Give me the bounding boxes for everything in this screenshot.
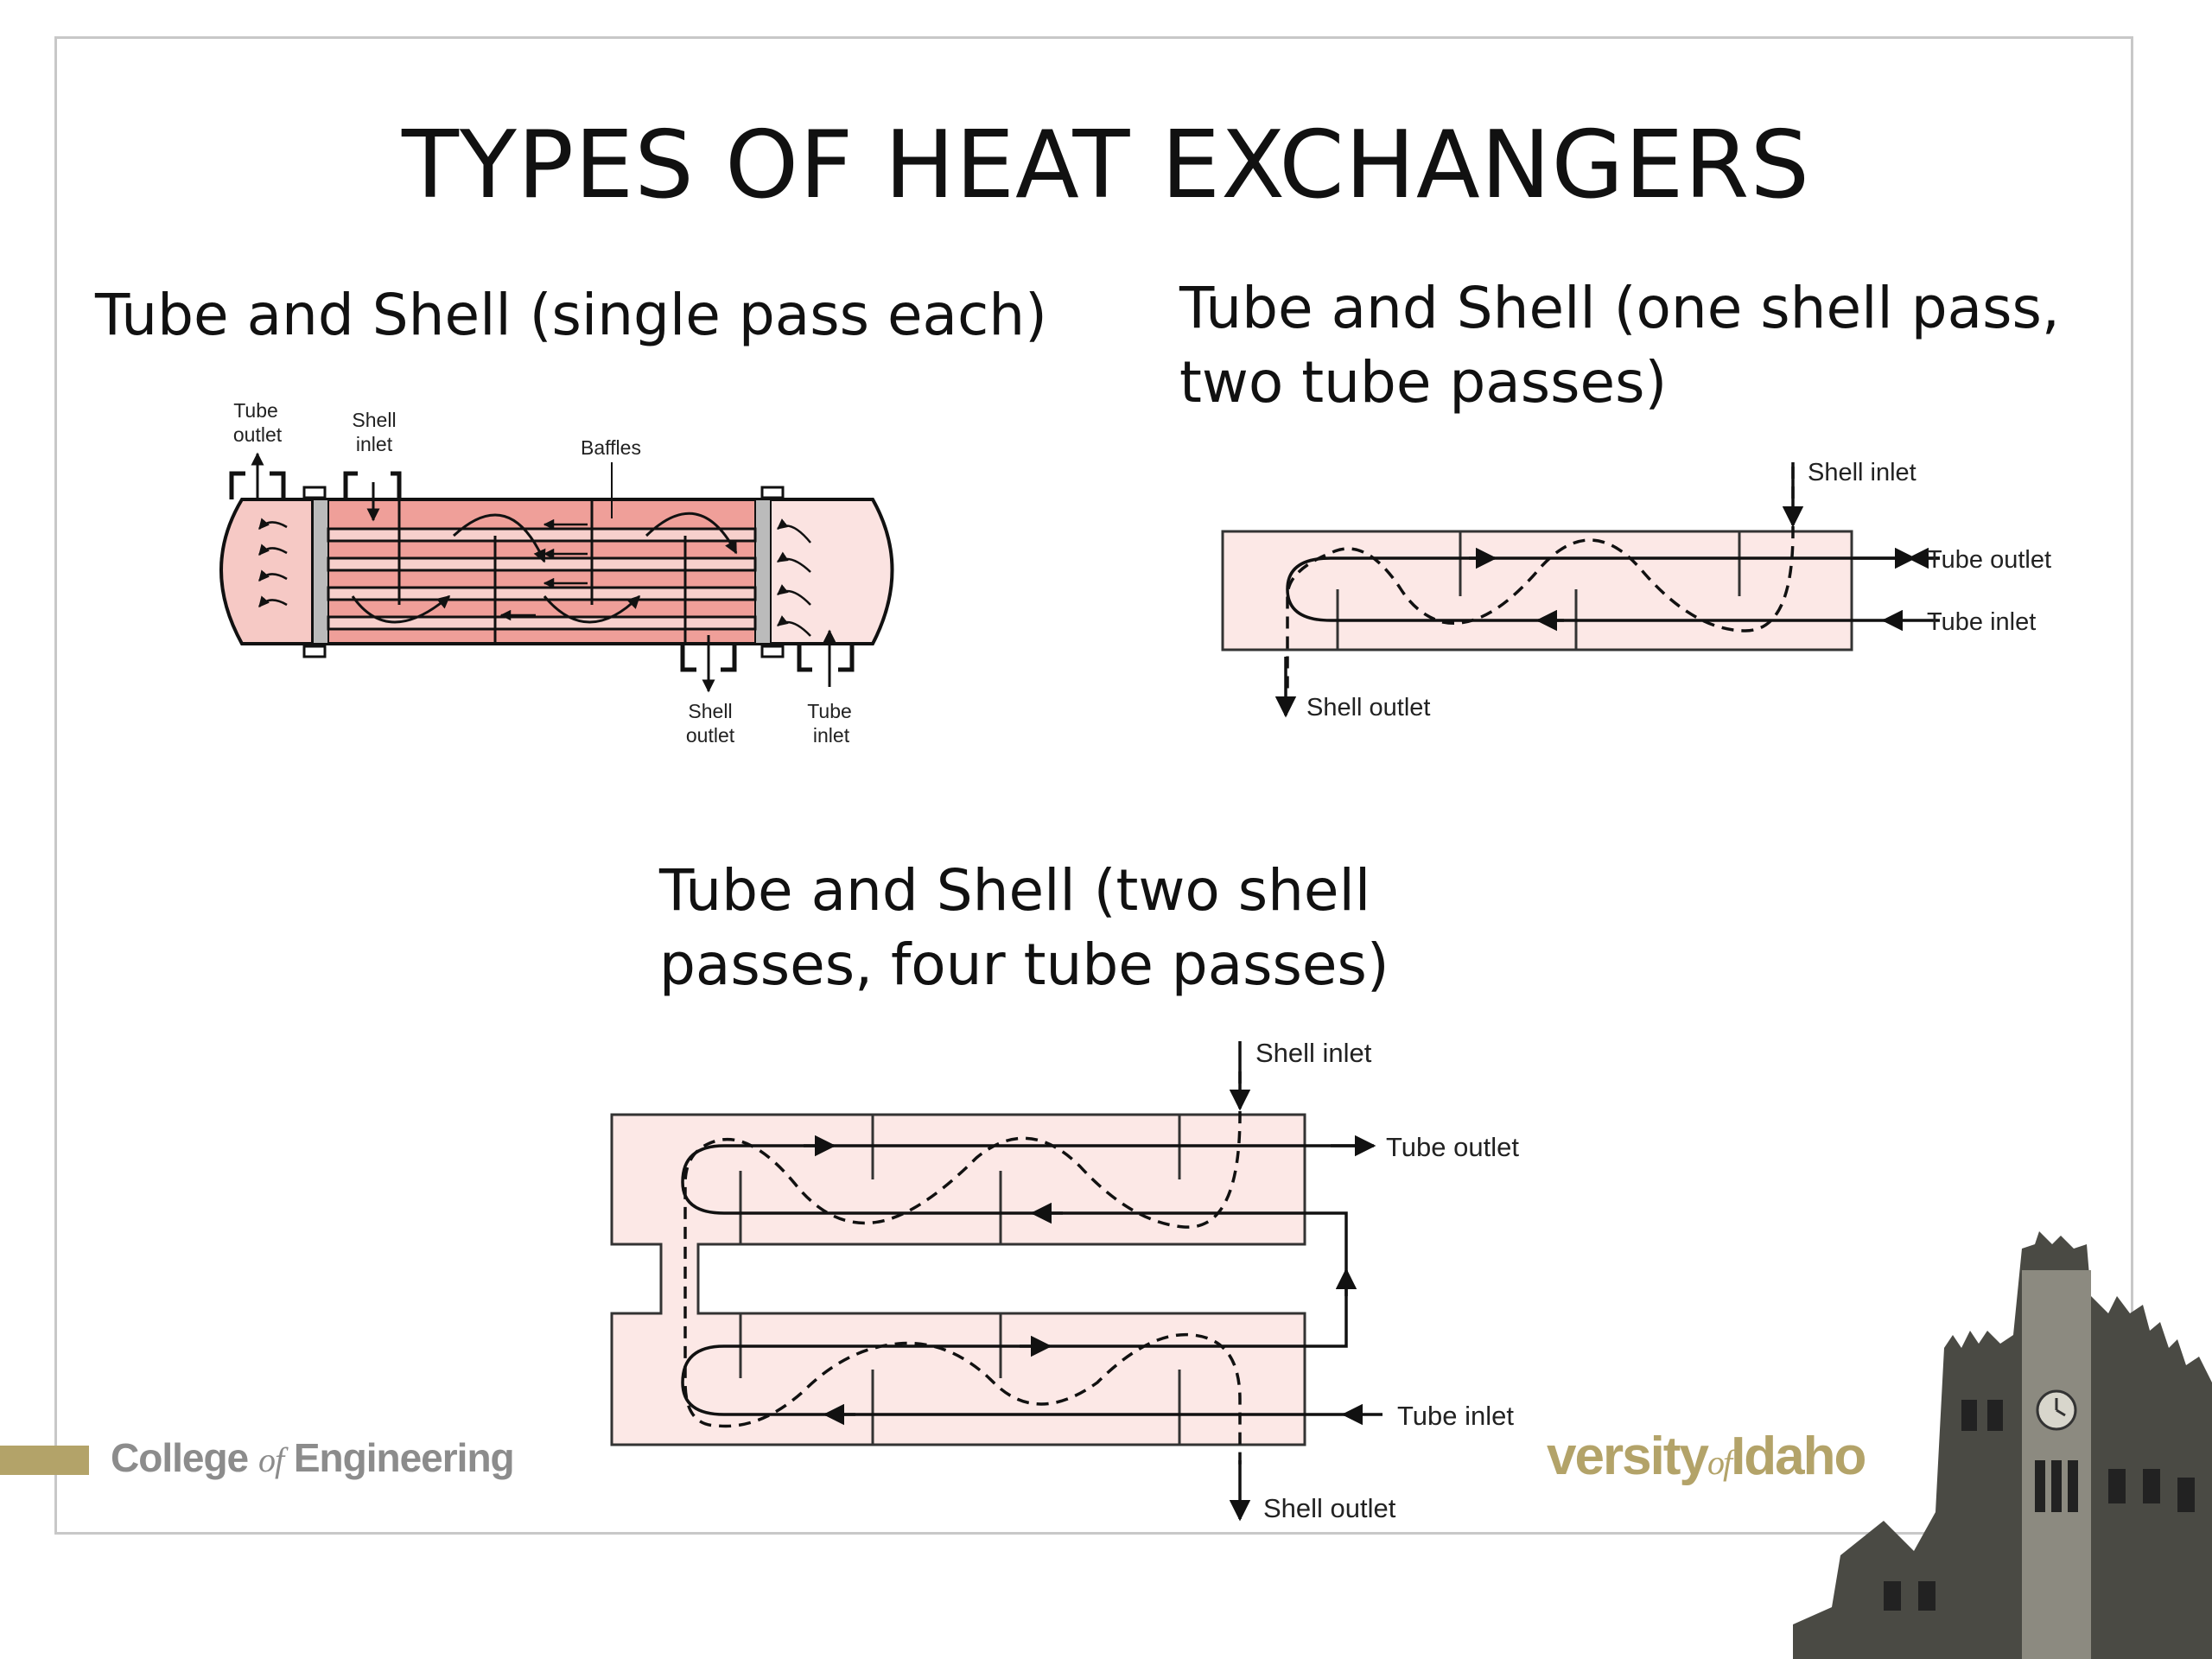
flange <box>302 645 327 658</box>
label-tube-inlet: Tube inlet <box>1397 1401 1514 1431</box>
label-shell-inlet: Shell inlet <box>1808 459 1916 486</box>
shell-outlet-nozzle <box>680 644 737 672</box>
tube-outlet-nozzle <box>229 471 286 499</box>
tube-inlet-nozzle <box>797 644 855 672</box>
heading-two-shell-line2: passes, four tube passes) <box>659 931 1389 998</box>
shell <box>1221 530 1853 652</box>
label-shell-outlet-line2: outlet <box>686 724 735 747</box>
tube <box>327 527 757 543</box>
flange <box>302 486 327 499</box>
window <box>2035 1460 2045 1512</box>
logo-text-pre: College <box>111 1435 258 1480</box>
label-shell-inlet-line1: Shell <box>352 409 396 431</box>
window <box>1884 1581 1901 1611</box>
tube-sheet-left <box>312 499 329 645</box>
window <box>1987 1400 2003 1431</box>
tube-sheet-right <box>754 499 772 645</box>
building-silhouette <box>1793 1231 2212 1659</box>
shell-flow-path <box>683 1071 1242 1469</box>
heading-one-shell-line2: two tube passes) <box>1179 349 1668 416</box>
shell-inlet-nozzle <box>343 471 402 499</box>
label-baffles: Baffles <box>581 436 641 459</box>
heading-two-shell-passes: Tube and Shell (two shell passes, four t… <box>659 854 1389 1002</box>
baffles <box>397 499 687 644</box>
label-shell-outlet-line1: Shell <box>688 700 732 722</box>
label-tube-outlet: Tube outlet <box>1927 546 2051 574</box>
label-tube-inlet-line2: inlet <box>813 724 850 747</box>
logo-text-of: of <box>257 1440 284 1479</box>
flange <box>760 486 785 499</box>
window <box>2108 1469 2126 1503</box>
label-shell-outlet: Shell outlet <box>1306 694 1431 721</box>
label-tube-outlet-line1: Tube <box>233 399 278 422</box>
label-shell-outlet: Shell outlet <box>1263 1493 1396 1523</box>
slide-title: TYPES OF HEAT EXCHANGERS <box>401 111 1811 219</box>
building-windows <box>1884 1400 2195 1611</box>
heading-two-shell-line1: Tube and Shell (two shell <box>659 857 1371 924</box>
logo-text-of: of <box>1707 1443 1732 1482</box>
window <box>2177 1478 2195 1512</box>
window <box>2068 1460 2078 1512</box>
label-tube-inlet: Tube inlet <box>1927 608 2036 636</box>
tube <box>327 586 757 601</box>
university-building-image <box>1793 1231 2212 1659</box>
label-shell-inlet-line2: inlet <box>356 433 393 455</box>
label-tube-inlet-line1: Tube <box>807 700 852 722</box>
tube <box>327 615 757 631</box>
left-end-cap <box>219 498 315 645</box>
slide-frame <box>54 36 2133 1535</box>
logo-text-pre: versity <box>1547 1427 1709 1486</box>
flange <box>760 645 785 658</box>
window <box>1961 1400 1977 1431</box>
college-of-engineering-logo: College of Engineering <box>111 1434 515 1481</box>
logo-text-post: Engineering <box>283 1435 515 1480</box>
heading-one-shell-line1: Tube and Shell (one shell pass, <box>1179 275 2060 341</box>
diagram-single-pass: Tube outlet Shell inlet Baffles Shell ou… <box>219 399 894 747</box>
tube-flow-arrows <box>258 518 811 637</box>
heading-one-shell-pass: Tube and Shell (one shell pass, two tube… <box>1179 271 2060 420</box>
shell-flow-path <box>1286 467 1795 691</box>
label-shell-inlet: Shell inlet <box>1255 1038 1372 1068</box>
label-tube-outlet-line2: outlet <box>233 423 283 446</box>
right-end-cap <box>767 498 894 645</box>
shell <box>610 1113 1306 1446</box>
window <box>2143 1469 2160 1503</box>
logo-text-post: Idaho <box>1731 1427 1866 1486</box>
footer-accent-bar <box>0 1446 89 1475</box>
window <box>2051 1460 2062 1512</box>
shell-flow-arrows <box>251 452 836 693</box>
university-of-idaho-logo: versityofIdaho <box>1547 1426 1866 1487</box>
label-tube-outlet: Tube outlet <box>1386 1132 1519 1162</box>
heading-single-pass: Tube and Shell (single pass each) <box>95 282 1047 348</box>
flanges <box>302 486 785 658</box>
clock-hand <box>2056 1408 2066 1417</box>
diagram-one-shell-two-tube: Shell inlet Tube outlet Tube inlet Shell… <box>1221 459 2051 721</box>
window <box>1918 1581 1936 1611</box>
diagram-two-shell-four-tube: Shell inlet Tube outlet Tube inlet Shell… <box>610 1038 1519 1523</box>
tube <box>327 556 757 572</box>
